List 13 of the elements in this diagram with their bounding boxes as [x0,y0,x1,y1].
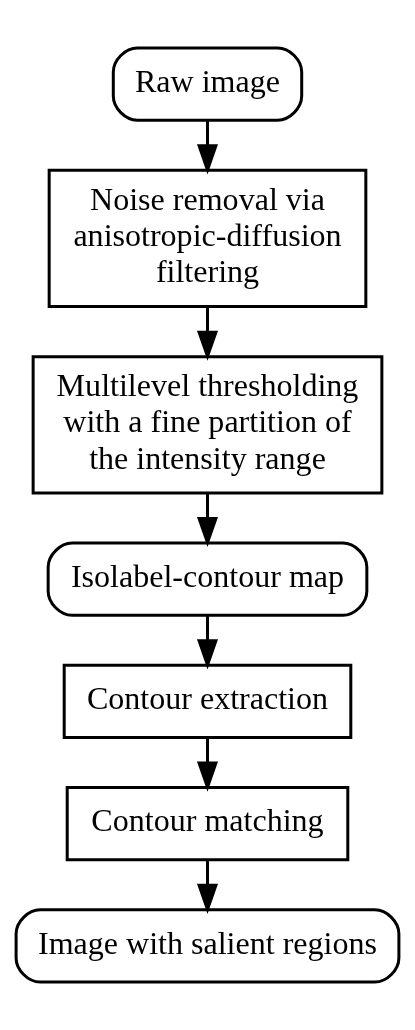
node-box: Raw image [111,46,304,122]
arrow [196,859,219,914]
arrow [196,306,219,361]
node-box: Contour extraction [62,663,353,739]
node-box: Multilevel thresholding with a fine partition of the intensity range [31,355,384,495]
arrow [196,120,219,175]
node-box: Image with salient regions [14,908,401,984]
node-box: Isolabel-contour map [46,541,369,617]
node-box: Noise removal via anisotropic-diffusion filtering [47,168,368,309]
arrow [196,493,219,547]
node-box: Contour matching [65,786,350,862]
arrow [196,615,219,670]
arrow [196,737,219,792]
